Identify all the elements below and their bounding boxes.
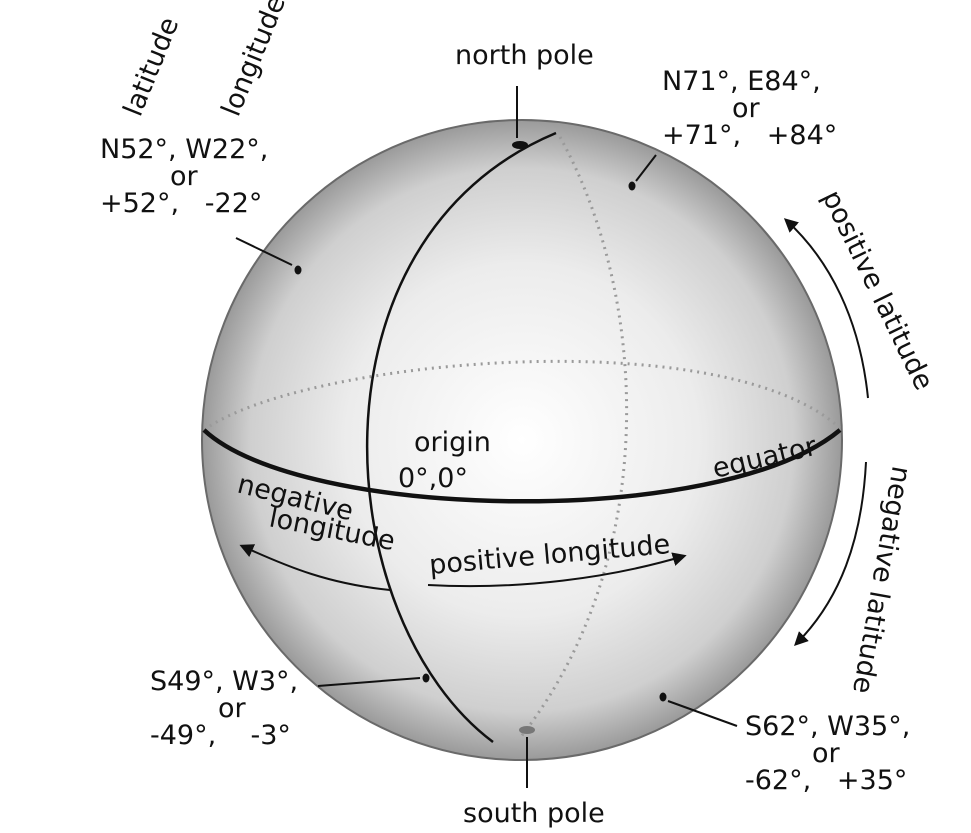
equator-line — [202, 428, 842, 504]
point-se-leader — [667, 700, 738, 727]
point-nw-line1: N52°, W22°, — [100, 134, 268, 165]
point-se-line3: -62°, +35° — [745, 765, 907, 796]
point-nw-or: or — [170, 161, 199, 192]
point-sw-line3: -49°, -3° — [150, 720, 291, 751]
point-se-line1: S62°, W35°, — [745, 711, 910, 742]
point-ne-leader — [635, 154, 657, 182]
point-se-dot — [659, 692, 667, 702]
latitude-header: latitude — [118, 13, 186, 121]
point-sw-line1: S49°, W3°, — [150, 666, 298, 697]
negative-longitude-arrow — [239, 544, 391, 591]
positive-latitude-label: positive latitude — [816, 185, 939, 395]
point-ne-dot — [628, 181, 636, 191]
point-sw-or: or — [218, 693, 247, 724]
point-nw-dot — [294, 265, 302, 275]
point-sw-dot — [422, 673, 430, 683]
equator-back-line — [203, 359, 842, 432]
point-nw-leader — [235, 237, 293, 266]
south-pole-label: south pole — [463, 798, 605, 829]
longitude-header: longitude — [216, 0, 292, 121]
negative-latitude-arrow — [794, 461, 867, 646]
point-se-or: or — [812, 738, 841, 769]
back-meridian-line — [518, 136, 629, 739]
point-sw-leader — [317, 677, 421, 687]
point-ne-or: or — [732, 93, 761, 124]
negative-latitude-label: negative latitude — [846, 464, 917, 696]
prime-meridian-line — [365, 131, 557, 743]
south-pole-dot — [519, 726, 535, 734]
north-pole-dot — [512, 141, 528, 149]
point-nw-line3: +52°, -22° — [100, 188, 262, 219]
positive-latitude-arrow — [783, 218, 869, 399]
globe-sphere — [201, 119, 843, 761]
origin-label: origin — [414, 427, 491, 458]
point-ne-line1: N71°, E84°, — [662, 66, 821, 97]
origin-coords: 0°,0° — [398, 463, 468, 494]
point-ne-line3: +71°, +84° — [662, 120, 837, 151]
north-pole-label: north pole — [455, 40, 594, 71]
positive-longitude-arrow — [427, 552, 687, 588]
